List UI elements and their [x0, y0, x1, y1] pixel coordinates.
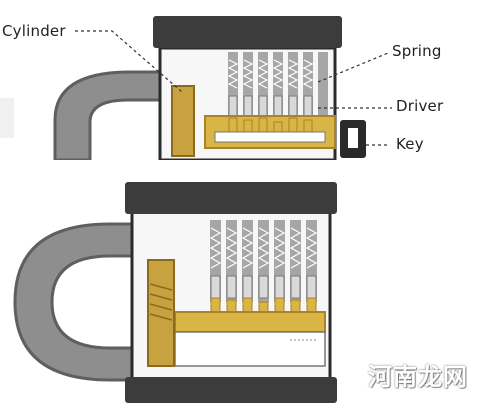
label-cylinder: Cylinder [2, 22, 66, 40]
driver-pins [210, 275, 317, 299]
bottom-diagram-panel: 河南龙网 [0, 172, 496, 408]
lock-bottom-cap [125, 377, 337, 403]
top-diagram-panel: Cylinder Spring Driver Key [0, 0, 496, 160]
shackle [13, 222, 197, 382]
key-head-hole [348, 128, 358, 148]
cylinder-plug [174, 311, 326, 333]
mechanism-coils [149, 283, 173, 321]
label-key: Key [396, 135, 424, 153]
locking-mechanism [147, 259, 175, 367]
lock-top-cap [153, 16, 342, 48]
springs [227, 59, 314, 89]
key-pins [210, 297, 317, 313]
springs [209, 227, 318, 269]
watermark: 河南龙网 [368, 363, 468, 391]
top-padlock-illustration [0, 16, 392, 160]
label-spring: Spring [392, 42, 442, 60]
label-driver: Driver [396, 97, 444, 115]
locking-mechanism [171, 85, 195, 157]
keyway [174, 331, 326, 367]
leader-lines [75, 30, 392, 146]
lock-top-cap [125, 182, 337, 214]
key-blade [214, 131, 326, 143]
bottom-padlock-illustration [13, 182, 337, 403]
background-strip [0, 98, 14, 138]
